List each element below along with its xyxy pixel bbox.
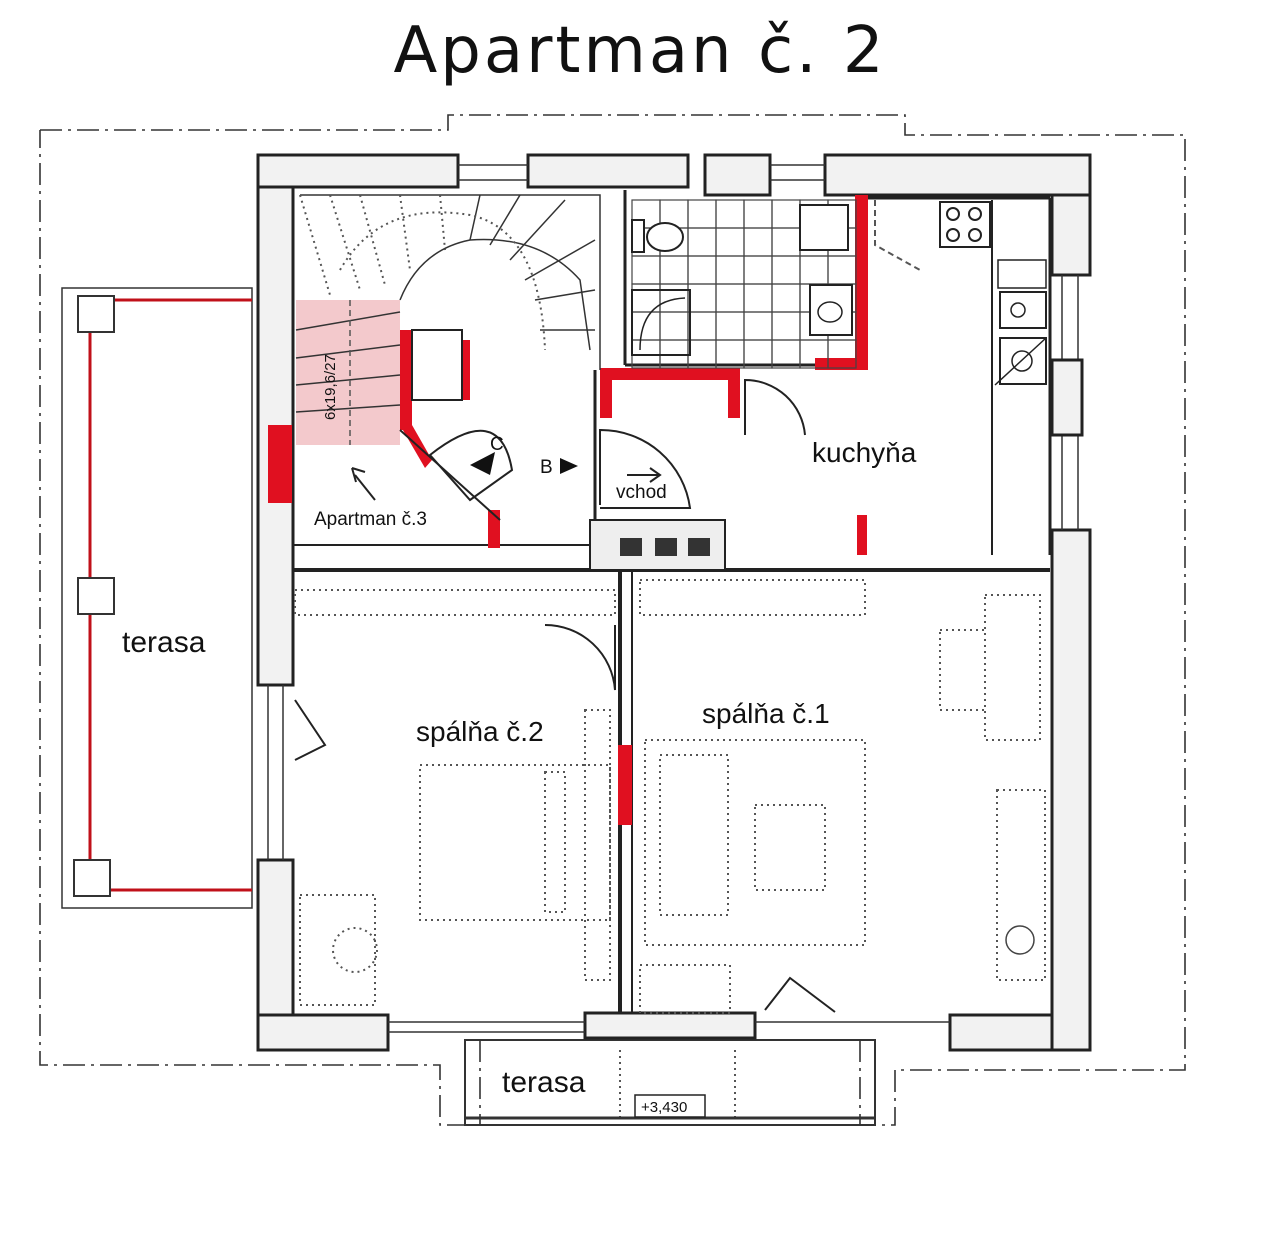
bathroom-tile — [743, 227, 773, 257]
bathroom-tile — [715, 311, 745, 341]
kitchen-fixtures — [620, 200, 1047, 556]
exterior-walls — [256, 153, 1092, 1052]
marker-c-arrow — [470, 452, 495, 475]
bathroom — [631, 199, 857, 369]
bathroom-tile — [715, 283, 745, 313]
bathroom-tile — [715, 199, 745, 229]
bathroom-tile — [771, 255, 801, 285]
bathroom-tile — [631, 311, 661, 341]
stair-dimensions: 6x19,6/27 — [322, 354, 339, 420]
bathroom-tile — [687, 283, 717, 313]
label-bedroom-2: spálňa č.2 — [416, 716, 544, 747]
bathroom-tile — [659, 311, 689, 341]
bathroom-tile — [659, 255, 689, 285]
bathroom-tile — [771, 283, 801, 313]
label-terasa-left: terasa — [122, 626, 206, 659]
interior-walls — [293, 190, 1052, 1013]
bathroom-tile — [687, 199, 717, 229]
bathroom-tile — [771, 311, 801, 341]
bathroom-tile — [743, 199, 773, 229]
bathroom-tile — [743, 255, 773, 285]
marker-c-label: C — [490, 434, 504, 455]
furniture — [294, 579, 1046, 1014]
label-terasa-bottom: terasa — [502, 1066, 586, 1099]
red-wall-segments — [268, 195, 868, 825]
bottom-terrace — [464, 1039, 876, 1126]
bathroom-tile — [827, 339, 857, 369]
elevation-marker: +3,430 — [634, 1094, 706, 1118]
bathroom-tile — [743, 283, 773, 313]
marker-b-arrow — [560, 458, 578, 474]
doors — [294, 378, 836, 1013]
bathroom-tile — [827, 255, 857, 285]
stair-markers: C B — [470, 434, 578, 478]
bathroom-tile — [799, 255, 829, 285]
label-apartment-3: Apartman č.3 — [314, 509, 427, 530]
bathroom-tile — [687, 311, 717, 341]
staircase: 6x19,6/27 — [295, 194, 601, 521]
left-terrace — [61, 287, 253, 909]
bathroom-tile — [631, 255, 661, 285]
site-boundary — [39, 114, 1186, 1126]
bathroom-tile — [687, 255, 717, 285]
label-bedroom-1: spálňa č.1 — [702, 698, 830, 729]
bathroom-tile — [715, 227, 745, 257]
label-entrance: vchod — [616, 482, 667, 503]
bathroom-tile — [687, 227, 717, 257]
elevation-label: +3,430 — [641, 1099, 687, 1116]
marker-b-label: B — [540, 457, 553, 478]
bathroom-tile — [743, 311, 773, 341]
plan-title: Apartman č. 2 — [393, 14, 887, 88]
bathroom-tile — [771, 227, 801, 257]
bathroom-tile — [715, 255, 745, 285]
bathroom-tile — [771, 199, 801, 229]
label-kitchen: kuchyňa — [812, 437, 917, 468]
